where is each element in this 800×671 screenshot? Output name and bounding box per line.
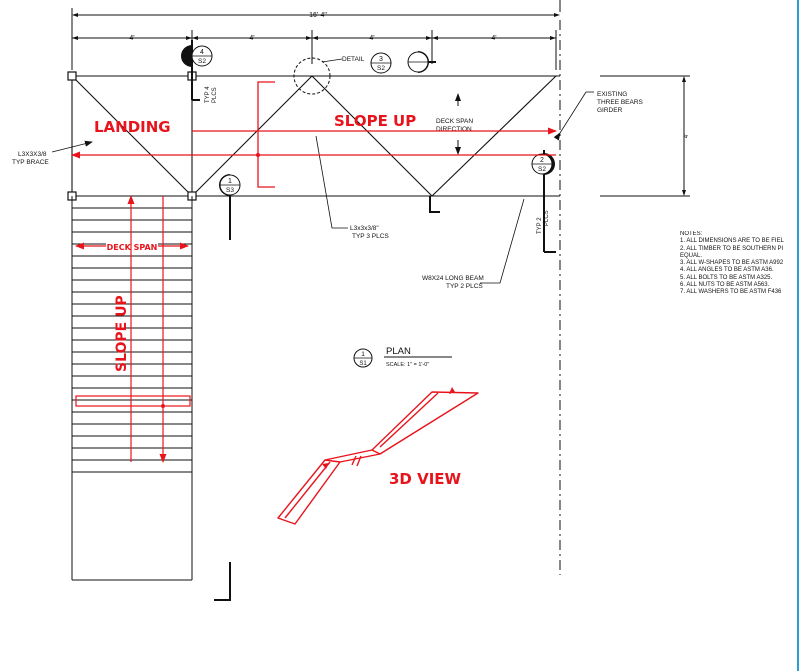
landing-label: LANDING xyxy=(94,118,171,136)
brace-leader xyxy=(51,140,93,153)
angle-label-2: TYP 3 PLCS xyxy=(352,233,389,240)
section-1-sheet: S3 xyxy=(226,187,234,194)
red-bracket xyxy=(257,81,275,188)
plan-title-text: PLAN xyxy=(386,346,411,357)
overall-dimension-label: 16'-4" xyxy=(309,12,327,19)
3d-view-sketch xyxy=(277,391,479,525)
angle-label-1: L3x3x3/8" xyxy=(350,225,379,232)
beam-label-1: W8X24 LONG BEAM xyxy=(422,275,484,282)
note-line: 1. ALL DIMENSIONS ARE TO BE FIEL xyxy=(680,238,784,245)
3d-view-label: 3D VIEW xyxy=(389,470,462,488)
existing-girder-label-3: GIRDER xyxy=(597,107,623,114)
angle-leader xyxy=(315,135,348,229)
detail-circle xyxy=(293,57,331,95)
slope-up-top-label: SLOPE UP xyxy=(334,112,416,130)
detail-3-number: 3 xyxy=(379,56,383,63)
stair-landing-strip xyxy=(75,395,191,407)
plan-title-block: 1 S1 PLAN SCALE: 1" = 1'-0" xyxy=(353,346,452,368)
section-mark-2[interactable]: 2 S2 xyxy=(531,150,556,253)
deck-span-red-label: DECK SPAN xyxy=(107,243,158,252)
section-mark-4[interactable]: 4 S2 xyxy=(181,40,213,101)
depth-dimension xyxy=(600,75,690,197)
bay-dim-2: 4' xyxy=(249,35,254,42)
plan-title-scale: SCALE: 1" = 1'-0" xyxy=(386,362,429,368)
deck-span-label-2: DIRECTION xyxy=(436,126,472,133)
typ4-label-1: TYP 4 xyxy=(205,86,211,103)
section-mark-1[interactable]: 1 S3 xyxy=(219,174,241,240)
brace-label-2: TYP BRACE xyxy=(12,159,49,166)
general-notes: NOTES: 1. ALL DIMENSIONS ARE TO BE FIEL … xyxy=(680,231,800,297)
bay-dim-3: 4' xyxy=(369,35,374,42)
existing-girder-label-2: THREE BEARS xyxy=(597,99,644,106)
section-1-number: 1 xyxy=(228,178,232,185)
plan-title-number: 1 xyxy=(361,351,365,358)
note-line: 5. ALL BOLTS TO BE ASTM A325. xyxy=(680,274,773,281)
overall-dimension xyxy=(71,0,561,70)
note-line: 3. ALL W-SHAPES TO BE ASTM A992 xyxy=(680,260,784,267)
note-line: EQUAL. xyxy=(680,252,703,259)
typ4-label-2: PLCS xyxy=(212,87,218,103)
section-4-number: 4 xyxy=(200,49,204,56)
depth-dimension-label: 4' xyxy=(684,134,690,138)
bay-dim-4: 4' xyxy=(491,35,496,42)
beam-label-2: TYP 2 PLCS xyxy=(446,283,483,290)
red-dot-top xyxy=(256,153,260,157)
beam-end-mark xyxy=(429,196,440,213)
note-line: 2. ALL TIMBER TO BE SOUTHERN PI xyxy=(680,245,784,252)
typ2-label-2: PLCS xyxy=(544,210,550,226)
typ2-label-1: TYP 2 xyxy=(537,217,543,234)
existing-girder-leader xyxy=(553,91,587,141)
beam-leader xyxy=(480,198,525,284)
corner-mark xyxy=(214,562,231,601)
note-line: 7. ALL WASHERS TO BE ASTM F436 xyxy=(680,289,782,296)
detail-3-sheet: S2 xyxy=(377,65,385,72)
note-line: 6. ALL NUTS TO BE ASTM A563. xyxy=(680,282,770,289)
section-4-sheet: S2 xyxy=(198,58,206,65)
slope-up-stair-label: SLOPE UP xyxy=(114,295,130,372)
deck-span-label-1: DECK SPAN xyxy=(436,118,473,125)
3d-arrow-head-top xyxy=(449,387,455,394)
detail-leader xyxy=(321,58,343,63)
note-line: 4. ALL ANGLES TO BE ASTM A36. xyxy=(680,267,774,274)
plan-title-sheet: S1 xyxy=(359,361,367,367)
existing-girder-label-1: EXISTING xyxy=(597,91,627,98)
3d-arrow-head-bottom xyxy=(322,463,329,469)
section-mark-top-right[interactable] xyxy=(407,51,436,73)
red-dot-stair xyxy=(161,404,165,408)
detail-mark-3[interactable]: 3 S2 xyxy=(370,52,392,74)
deck-span-label-bg xyxy=(106,240,158,252)
detail-label: DETAIL xyxy=(342,56,365,63)
section-2-number: 2 xyxy=(540,157,544,164)
notes-heading: NOTES: xyxy=(680,231,703,237)
bay-dim-1: 4' xyxy=(129,35,134,42)
brace-label-1: L3X3X3/8 xyxy=(18,151,47,158)
landing-frame xyxy=(71,72,560,200)
section-2-sheet: S2 xyxy=(538,166,546,173)
bay-dimensions xyxy=(72,30,557,70)
